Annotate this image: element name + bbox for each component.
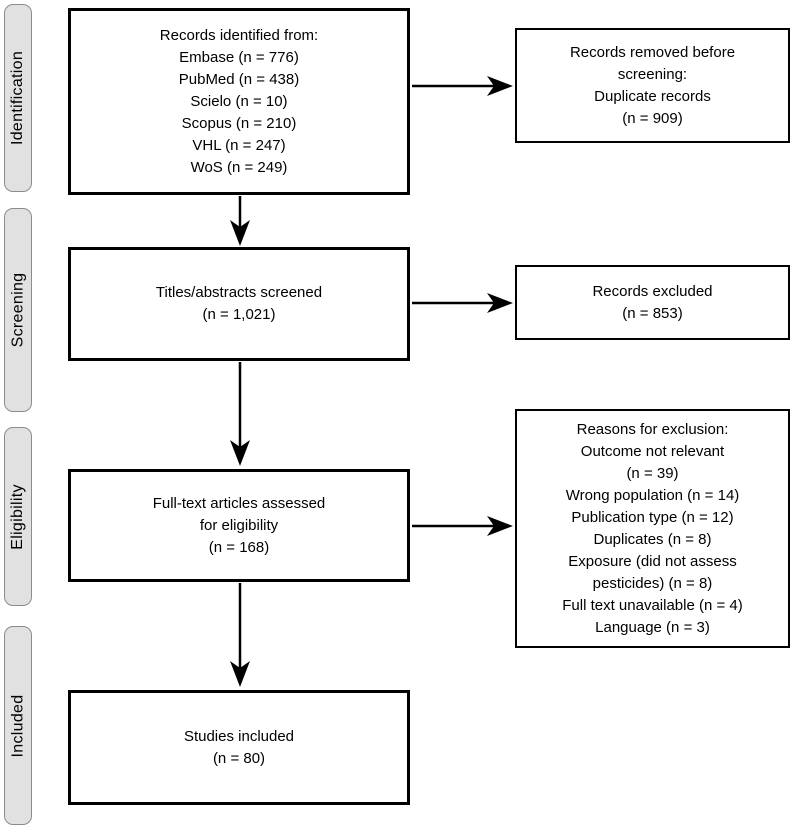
box-titles-abstracts-screened: Titles/abstracts screened (n = 1,021) bbox=[68, 247, 410, 361]
text-line: (n = 39) bbox=[626, 464, 679, 482]
box-records-identified: Records identified from: Embase (n = 776)… bbox=[68, 8, 410, 195]
text-line: Scielo (n = 10) bbox=[190, 92, 288, 110]
text-line: Language (n = 3) bbox=[595, 618, 710, 636]
text-line: Titles/abstracts screened bbox=[155, 284, 323, 301]
text-line: Publication type (n = 12) bbox=[571, 508, 734, 526]
text-line: Records removed before bbox=[569, 43, 736, 61]
text-line: (n = 1,021) bbox=[202, 306, 276, 323]
text-line: WoS (n = 249) bbox=[190, 158, 288, 176]
text-line: Duplicate records bbox=[594, 87, 711, 105]
text-line: Reasons for exclusion: bbox=[576, 420, 729, 438]
text-line: Embase (n = 776) bbox=[179, 48, 299, 66]
box-studies-included: Studies included (n = 80) bbox=[68, 690, 410, 805]
box-reasons-for-exclusion: Reasons for exclusion: Outcome not releva… bbox=[515, 409, 790, 648]
text-line: (n = 80) bbox=[212, 749, 266, 767]
stage-label-screening: Screening bbox=[4, 208, 32, 412]
text-line: Duplicates (n = 8) bbox=[593, 530, 712, 548]
text-line: pesticides) (n = 8) bbox=[592, 574, 713, 592]
stage-label-text: Included bbox=[9, 694, 26, 757]
text-line: (n = 853) bbox=[622, 304, 683, 322]
box-fulltext-articles-assessed: Full-text articles assessed for eligibili… bbox=[68, 469, 410, 582]
stage-label-text: Screening bbox=[9, 272, 26, 348]
text-line: Wrong population (n = 14) bbox=[565, 486, 740, 504]
arrow-identification-to-screening bbox=[230, 196, 250, 246]
stage-label-identification: Identification bbox=[4, 4, 32, 192]
text-line: Records identified from: bbox=[159, 26, 319, 44]
text-line: Outcome not relevant bbox=[580, 442, 725, 460]
text-line: Records excluded bbox=[592, 282, 713, 300]
text-line: Exposure (did not assess bbox=[568, 552, 737, 570]
text-line: screening: bbox=[617, 65, 688, 83]
text-line: PubMed (n = 438) bbox=[178, 70, 300, 88]
stage-label-included: Included bbox=[4, 626, 32, 825]
text-line: Full-text articles assessed bbox=[152, 494, 326, 512]
stage-label-eligibility: Eligibility bbox=[4, 427, 32, 606]
text-line: Full text unavailable (n = 4) bbox=[562, 596, 743, 614]
text-line: VHL (n = 247) bbox=[192, 136, 286, 154]
arrow-fulltext-to-reasons bbox=[412, 516, 513, 536]
text-line: Scopus (n = 210) bbox=[181, 114, 297, 132]
arrow-eligibility-to-included bbox=[230, 583, 250, 687]
box-records-removed-before-screening: Records removed before screening: Duplicat… bbox=[515, 28, 790, 143]
arrow-screened-to-excluded bbox=[412, 293, 513, 313]
arrow-identified-to-removed bbox=[412, 76, 513, 96]
arrow-screening-to-eligibility bbox=[230, 362, 250, 466]
text-line: for eligibility bbox=[199, 516, 279, 534]
text-line: Studies included bbox=[183, 727, 295, 745]
stage-label-text: Identification bbox=[9, 50, 27, 146]
text-line: (n = 168) bbox=[208, 538, 270, 556]
box-records-excluded: Records excluded (n = 853) bbox=[515, 265, 790, 340]
stage-label-text: Eligibility bbox=[9, 483, 27, 550]
text-line: (n = 909) bbox=[622, 109, 683, 127]
